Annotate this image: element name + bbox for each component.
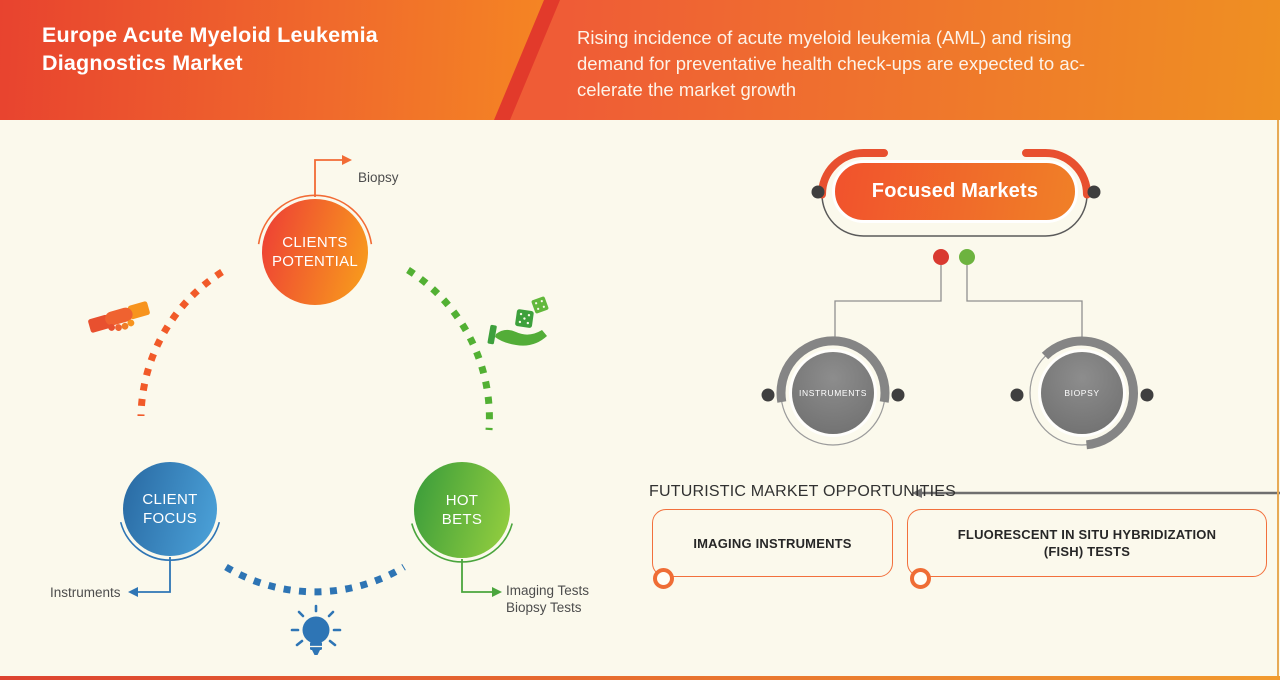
callout-hot-bets-arrow (461, 559, 502, 597)
header-right-panel (508, 0, 1280, 120)
market-node-biopsy-label: BIOPSY (1064, 388, 1100, 398)
focused-markets-title: Focused Markets (871, 180, 1039, 202)
cycle-node-clients-potential: CLIENTS POTENTIAL (262, 199, 368, 305)
opportunity-box-fish-tests: FLUORESCENT IN SITU HYBRIDIZATION (FISH)… (907, 509, 1267, 577)
header-subtitle: Rising incidence of acute myeloid leukem… (577, 25, 1237, 103)
cycle-node-client-focus: CLIENT FOCUS (123, 462, 217, 556)
callout-label-imaging-tests: Imaging Tests (506, 583, 590, 598)
callout-label-instruments: Instruments (50, 585, 121, 600)
focused-markets-connectors (834, 265, 1083, 341)
lightbulb-icon (290, 604, 342, 655)
client-focus-label-line2: FOCUS (143, 510, 197, 527)
page-title: Europe Acute Myeloid Leukemia Diagnostic… (42, 21, 378, 77)
market-node-instruments-label: INSTRUMENTS (799, 388, 867, 398)
dotted-arc-blue (224, 564, 406, 596)
subtitle-line3: celerate the market growth (577, 79, 797, 100)
opportunity-1-corner-ring (652, 567, 674, 589)
hot-bets-label-line2: BETS (441, 511, 483, 528)
page-title-line1: Europe Acute Myeloid Leukemia (42, 23, 378, 47)
handshake-icon (88, 301, 150, 333)
focused-markets-pill: Focused Markets (832, 160, 1078, 223)
pill-left-dot (811, 185, 825, 199)
market-node-instruments: INSTRUMENTS (792, 352, 874, 434)
dotted-arc-green (406, 267, 493, 431)
bottom-gradient-bar (0, 676, 1280, 680)
opportunity-2-corner-ring (909, 567, 931, 589)
callout-biopsy-arrow (314, 155, 352, 197)
client-focus-label-line1: CLIENT (142, 491, 198, 508)
opportunities-heading: FUTURISTIC MARKET OPPORTUNITIES (649, 483, 956, 500)
pill-right-dot (1087, 185, 1101, 199)
page-title-line2: Diagnostics Market (42, 51, 243, 75)
opportunity-box-imaging-instruments: IMAGING INSTRUMENTS (652, 509, 893, 577)
green-dot (959, 249, 975, 265)
right-edge-accent-line (1276, 120, 1279, 676)
callout-instruments-arrow (128, 557, 171, 597)
opportunity-2-label-line2: (FISH) TESTS (1043, 544, 1131, 559)
subtitle-line2: demand for preventative health check-ups… (577, 53, 1086, 74)
callout-label-biopsy: Biopsy (358, 170, 399, 185)
header-banner: Europe Acute Myeloid Leukemia Diagnostic… (0, 0, 1280, 120)
opportunity-1-label: IMAGING INSTRUMENTS (693, 535, 852, 551)
callout-label-biopsy-tests: Biopsy Tests (506, 600, 582, 615)
dice-hand-icon (487, 296, 549, 346)
dotted-arc-orange (137, 269, 224, 417)
opportunity-2-label-line1: FLUORESCENT IN SITU HYBRIDIZATION (957, 527, 1217, 542)
callout-label-hot-bets: Imaging Tests Biopsy Tests (506, 582, 589, 616)
red-dot (933, 249, 949, 265)
subtitle-line1: Rising incidence of acute myeloid leukem… (577, 27, 1072, 48)
cycle-node-hot-bets: HOT BETS (414, 462, 510, 558)
clients-potential-label-line1: CLIENTS (282, 234, 348, 251)
market-node-biopsy: BIOPSY (1041, 352, 1123, 434)
clients-potential-label-line2: POTENTIAL (271, 253, 359, 270)
opportunities-arrow (912, 488, 1280, 498)
hot-bets-label-line1: HOT (445, 492, 479, 509)
